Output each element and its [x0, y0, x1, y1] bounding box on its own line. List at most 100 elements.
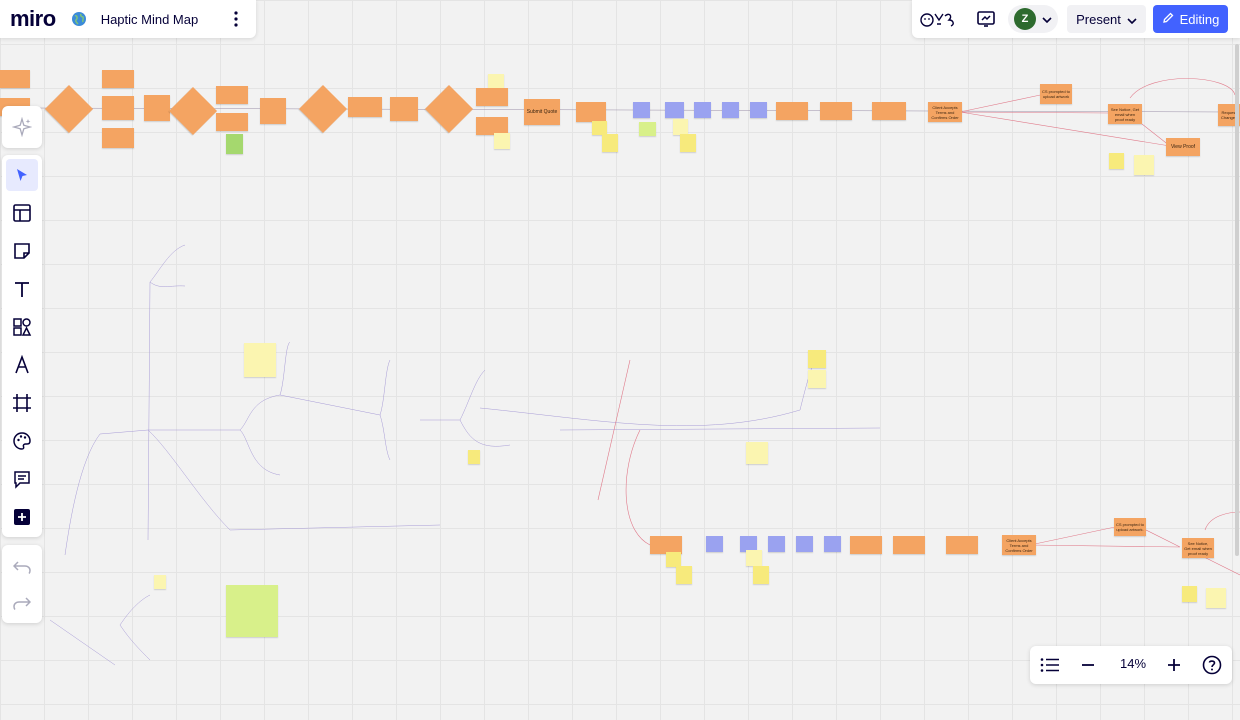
view-proof-note[interactable]: View Proof	[1166, 138, 1200, 156]
flow-note[interactable]	[768, 536, 785, 552]
flow-note[interactable]	[216, 113, 248, 131]
see-notice-note[interactable]: See Notice, Get email when proof ready	[1108, 104, 1142, 124]
mind-map-note[interactable]	[746, 442, 768, 464]
see-notice-label: See Notice, Get email when proof ready	[1184, 540, 1212, 556]
frame-icon[interactable]	[6, 387, 38, 419]
flow-note[interactable]	[602, 134, 618, 152]
flow-note[interactable]	[665, 102, 684, 118]
cs-prompted-note[interactable]: CS prompted to upload artwork	[1040, 84, 1072, 104]
chevron-down-icon	[1042, 10, 1052, 28]
mind-map-note[interactable]	[244, 343, 276, 377]
avatar-menu[interactable]: Z	[1008, 5, 1058, 33]
stickers-icon[interactable]	[6, 425, 38, 457]
zoom-in-button[interactable]	[1160, 651, 1188, 679]
ai-sparkle-icon[interactable]	[6, 111, 38, 143]
flow-note[interactable]	[650, 536, 682, 554]
flow-note[interactable]	[1134, 155, 1154, 175]
flow-note[interactable]	[850, 536, 882, 554]
flow-note[interactable]	[226, 134, 243, 154]
flow-note[interactable]	[639, 122, 656, 136]
zoom-out-button[interactable]	[1074, 651, 1102, 679]
flow-note[interactable]	[592, 121, 607, 135]
client-accepts-note[interactable]: Client Accepts Terms and Confirms Order	[928, 102, 962, 122]
select-cursor-icon[interactable]	[6, 159, 38, 191]
globe-icon[interactable]	[70, 10, 88, 28]
flow-note[interactable]	[476, 117, 508, 135]
flow-note[interactable]	[102, 128, 134, 148]
templates-icon[interactable]	[6, 197, 38, 229]
tools-panel	[2, 155, 42, 537]
reactions-icon[interactable]	[918, 5, 960, 33]
flow-note[interactable]	[673, 119, 688, 135]
flow-note[interactable]	[750, 102, 767, 118]
flow-note[interactable]	[820, 102, 852, 120]
mind-map-note[interactable]	[468, 450, 480, 464]
flow-note[interactable]	[746, 550, 762, 566]
flow-note[interactable]	[666, 552, 681, 567]
board-title[interactable]: Haptic Mind Map	[100, 11, 199, 27]
flow-note[interactable]	[390, 97, 418, 121]
editing-button[interactable]: Editing	[1153, 5, 1228, 33]
presentation-icon[interactable]	[972, 5, 1000, 33]
undo-icon[interactable]	[6, 551, 38, 583]
flow-note[interactable]	[872, 102, 906, 120]
flow-note[interactable]	[824, 536, 841, 552]
flow-note[interactable]	[680, 134, 696, 152]
sticky-note-icon[interactable]	[6, 235, 38, 267]
see-notice-note-bottom[interactable]: See Notice, Get email when proof ready	[1182, 538, 1214, 558]
list-icon[interactable]	[1036, 651, 1064, 679]
flow-note[interactable]	[722, 102, 739, 118]
zoom-panel: 14%	[1030, 646, 1232, 684]
flow-note[interactable]	[144, 95, 170, 121]
flow-note[interactable]	[796, 536, 813, 552]
mind-map-note[interactable]	[808, 370, 826, 388]
cs-prompted-label: CS prompted to upload artwork	[1042, 89, 1071, 99]
collaboration-bar: Z Present Editing	[912, 0, 1240, 38]
flow-note[interactable]	[740, 536, 757, 552]
help-icon[interactable]	[1198, 651, 1226, 679]
shapes-icon[interactable]	[6, 311, 38, 343]
redo-icon[interactable]	[6, 587, 38, 619]
create-email-note[interactable]	[776, 102, 808, 120]
submit-quote-note[interactable]: Submit Quote	[524, 99, 560, 125]
pen-icon[interactable]	[6, 349, 38, 381]
flow-note[interactable]	[494, 133, 510, 149]
more-vertical-icon[interactable]	[228, 9, 244, 29]
client-accepts-note-bottom[interactable]: Client Accepts Terms and Confirms Order	[1002, 535, 1036, 555]
more-apps-icon[interactable]	[6, 501, 38, 533]
miro-logo[interactable]: miro	[10, 6, 56, 31]
flow-note[interactable]	[1182, 586, 1197, 602]
mind-map-note[interactable]	[154, 575, 166, 589]
mind-map-note[interactable]	[226, 585, 278, 637]
see-notice-label: See Notice, Get email when proof ready	[1110, 106, 1140, 122]
user-avatar: Z	[1014, 8, 1036, 30]
flow-note[interactable]	[102, 70, 134, 88]
flow-note[interactable]	[893, 536, 925, 554]
flow-note[interactable]	[476, 88, 508, 106]
flow-note[interactable]	[946, 536, 978, 554]
flow-note[interactable]	[576, 102, 606, 122]
zoom-level[interactable]: 14%	[1119, 656, 1147, 671]
flow-note[interactable]	[260, 98, 286, 124]
flow-note[interactable]	[0, 70, 30, 88]
pencil-icon	[1162, 12, 1174, 27]
flow-note[interactable]	[348, 97, 382, 117]
vertical-scrollbar[interactable]	[1235, 44, 1239, 556]
comment-icon[interactable]	[6, 463, 38, 495]
flow-note[interactable]	[633, 102, 650, 118]
flow-note[interactable]	[706, 536, 723, 552]
flow-note[interactable]	[1109, 153, 1124, 169]
cs-prompted-note-bottom[interactable]: CS prompted to upload artwork.	[1114, 518, 1146, 536]
text-icon[interactable]	[6, 273, 38, 305]
flow-note[interactable]	[488, 74, 504, 90]
mind-map-note[interactable]	[808, 350, 826, 368]
flow-note[interactable]	[216, 86, 248, 104]
flow-note[interactable]	[694, 102, 711, 118]
flow-note[interactable]	[102, 96, 134, 120]
flow-note[interactable]	[753, 566, 769, 584]
flow-note[interactable]	[676, 566, 692, 584]
present-button[interactable]: Present	[1067, 5, 1146, 33]
flow-note[interactable]	[1206, 588, 1226, 608]
request-changes-note[interactable]: Request Changes	[1218, 104, 1240, 126]
